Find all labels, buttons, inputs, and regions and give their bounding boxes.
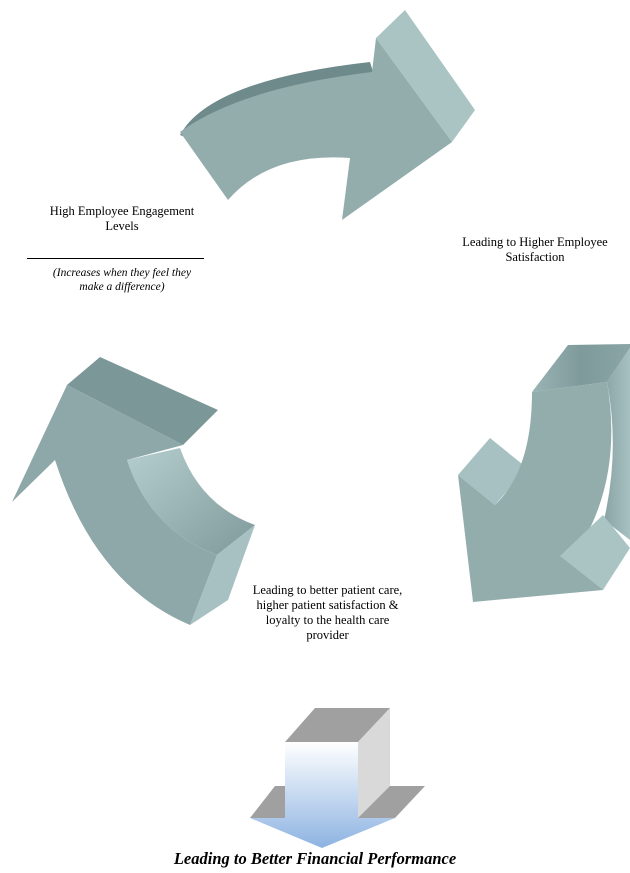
financial-performance-label: Leading to Better Financial Performance [173, 849, 457, 868]
left-arrow-tail-side [190, 525, 255, 625]
right-arrow-head-side [458, 438, 527, 505]
top-arrow-head-side [376, 10, 475, 142]
right-arrow-side-face [604, 348, 630, 540]
engagement-divider [27, 258, 204, 259]
left-arrow-head-top [67, 357, 218, 445]
engagement-label: High Employee Engagement Levels [49, 204, 195, 233]
right-cycle-arrow [458, 344, 630, 602]
right-arrow-tail-side [560, 515, 630, 590]
outcome-arrow-stem-side [358, 708, 390, 818]
right-arrow-top-face [532, 344, 630, 392]
left-arrow-inner-face [127, 448, 255, 555]
outcome-arrow-stem-top [285, 708, 390, 742]
patient-care-label: Leading to better patient care, higher p… [252, 583, 403, 642]
top-arrow-front-face [180, 38, 452, 220]
top-cycle-arrow [180, 10, 475, 220]
outcome-down-arrow [250, 708, 425, 848]
outcome-arrow-front-face [250, 742, 395, 848]
engagement-note: (Increases when they feel they make a di… [52, 267, 192, 293]
left-cycle-arrow [12, 357, 255, 625]
left-arrow-front-face [12, 385, 217, 625]
satisfaction-label: Leading to Higher Employee Satisfaction [462, 235, 608, 264]
